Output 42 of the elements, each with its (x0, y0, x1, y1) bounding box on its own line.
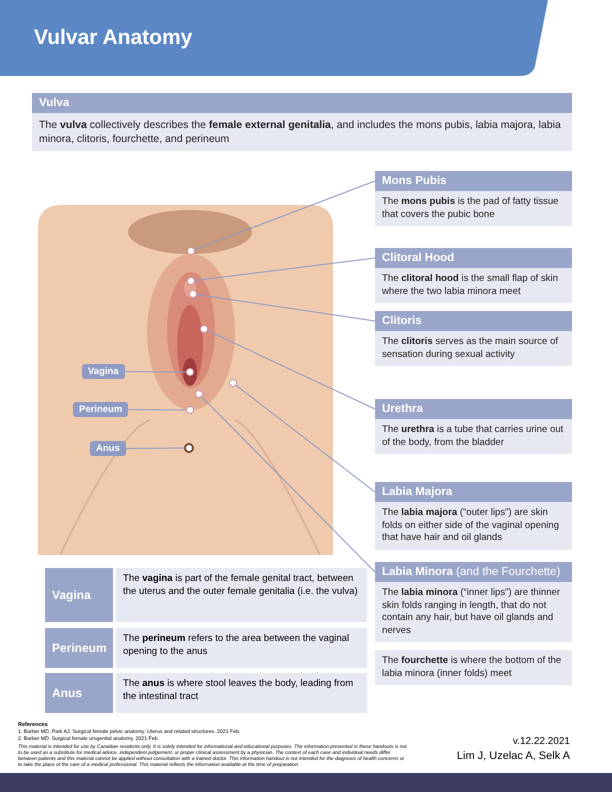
info-row (45, 628, 367, 668)
row-text: The perineum refers to the area between the vaginal opening to the anus (116, 628, 367, 668)
page-title: Vulvar Anatomy (34, 26, 192, 50)
row-text: The vagina is part of the female genital tract, between the uterus and the outer female genitalia (i.e. the vulva) (116, 568, 367, 622)
card-heading: Labia Majora (375, 482, 572, 502)
card-text: The labia minora (“inner lips”) are thinner skin folds ranging in length, that do not contain any hair, but have oil glands and nerves (375, 582, 572, 642)
card-heading: Mons Pubis (375, 171, 572, 191)
info-card (375, 311, 572, 366)
leader-line (236, 384, 376, 492)
row-text: The anus is where stool leaves the body, leading from the intestinal tract (116, 673, 367, 713)
structure-label: Anus (90, 441, 126, 456)
leader-line (128, 409, 186, 410)
card-heading: Vulva (32, 93, 572, 113)
info-card (375, 399, 572, 454)
structure-label: Perineum (73, 402, 128, 417)
info-card (32, 93, 572, 151)
info-card (375, 248, 572, 303)
info-card (375, 171, 572, 226)
card-text: The mons pubis is the pad of fatty tissue that covers the pubic bone (375, 191, 572, 226)
card-heading: Urethra (375, 399, 572, 419)
card-text: The clitoris serves as the main source of sensation during sexual activity (375, 331, 572, 366)
row-heading: Perineum (45, 628, 113, 668)
leader-line (201, 396, 376, 572)
leader-line (125, 448, 184, 449)
card-heading: Clitoris (375, 311, 572, 331)
info-row (45, 568, 367, 622)
authors-text: Lim J, Uzelac A, Selk A (456, 750, 570, 764)
info-row (45, 673, 367, 713)
card-heading: Clitoral Hood (375, 248, 572, 268)
card-text: The vulva collectively describes the female external genitalia, and includes the mons pubis, labia majora, labia minora, clitoris, fourchette, and perineum (32, 113, 572, 151)
structure-label: Vagina (82, 364, 125, 379)
info-card (375, 482, 572, 550)
version-text: v.12.22.2021 (512, 736, 570, 748)
card-text: The urethra is a tube that carries urine out of the body, from the bladder (375, 419, 572, 454)
card-heading: Labia Minora (and the Fourchette) (375, 562, 572, 582)
card-text: The fourchette is where the bottom of the labia minora (inner folds) meet (375, 650, 572, 685)
info-card (375, 562, 572, 642)
row-heading: Vagina (45, 568, 113, 622)
card-text: The labia majora (“outer lips”) are skin folds on either side of the vaginal opening that have hair and oil glands (375, 502, 572, 550)
leader-line (124, 371, 186, 372)
card-text: The clitoral hood is the small flap of skin where the two labia minora meet (375, 268, 572, 303)
row-heading: Anus (45, 673, 113, 713)
